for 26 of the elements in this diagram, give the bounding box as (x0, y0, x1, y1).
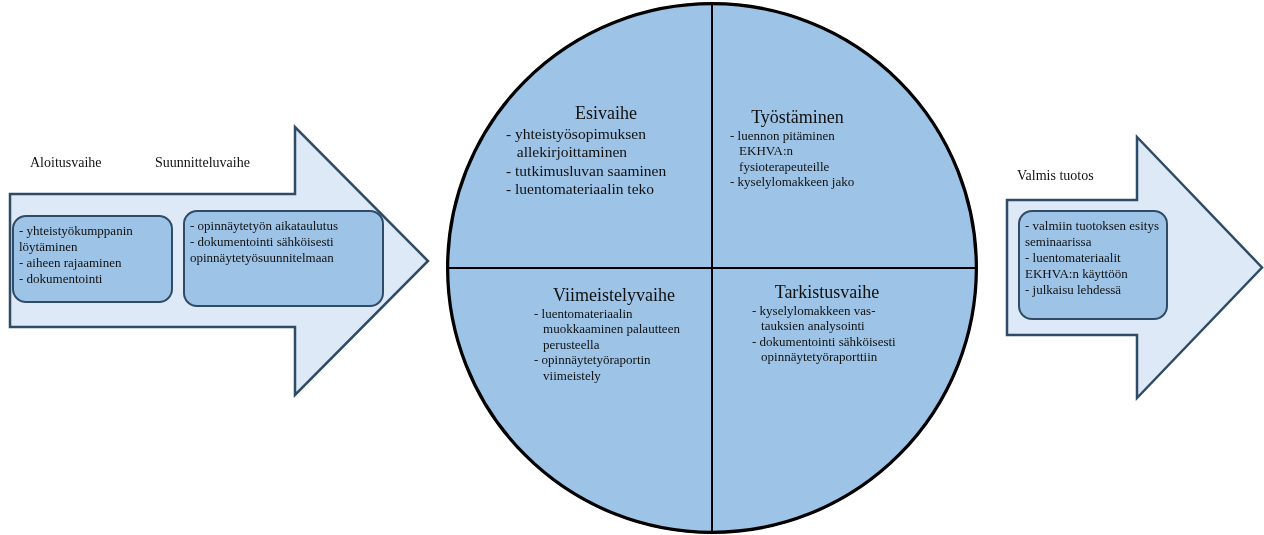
task-item: - dokumentointi (19, 271, 104, 287)
task-item: - luentomateriaalit EKHVA:n käyttöön (1025, 250, 1129, 282)
phase-heading: Suunnitteluvaihe (155, 155, 250, 171)
task-item: - luentomateriaalin teko (506, 180, 656, 199)
block-arrow (1007, 137, 1262, 398)
phase-heading: Tarkistusvaihe (773, 285, 881, 301)
task-item: - julkaisu lehdessä (1025, 282, 1123, 298)
phase-heading: Viimeistelyvaihe (552, 288, 676, 304)
block-arrow (10, 127, 428, 395)
task-item: - opinnäytetyön aikataulutus (190, 218, 340, 234)
phase-heading: Esivaihe (574, 104, 638, 123)
task-item: - aiheen rajaaminen (19, 255, 123, 271)
phase-heading: Aloitusvaihe (30, 155, 102, 171)
task-item: - dokumentointi sähköisesti opinnäytetyösuunnitelmaan (190, 234, 335, 266)
task-item: - luennon pitäminen EKHVA:n fysioterapeuteille (730, 127, 836, 175)
task-item: - yhteistyökumppanin löytäminen (19, 223, 134, 255)
task-item: - tutkimusluvan saaminen (506, 161, 668, 181)
task-item: - luentomateriaalin muokkaaminen palautteen perusteella (534, 305, 681, 353)
task-item: - yhteistyösopimuksen allekirjoittaminen (506, 124, 647, 162)
phase-heading: Työstäminen (750, 110, 845, 126)
task-item: - kyselylomakkeen vas-tauksien analysointi (752, 302, 877, 334)
task-item: - kyselylomakkeen jako (730, 174, 856, 190)
task-item: - dokumentointi sähköisesti opinnäytetyöraporttiin (752, 333, 897, 365)
task-item: - valmiin tuotoksen esitys seminaarissa (1025, 218, 1160, 250)
task-item: - opinnäytetyöraportin viimeistely (534, 352, 652, 384)
phase-heading: Valmis tuotos (1017, 168, 1094, 184)
